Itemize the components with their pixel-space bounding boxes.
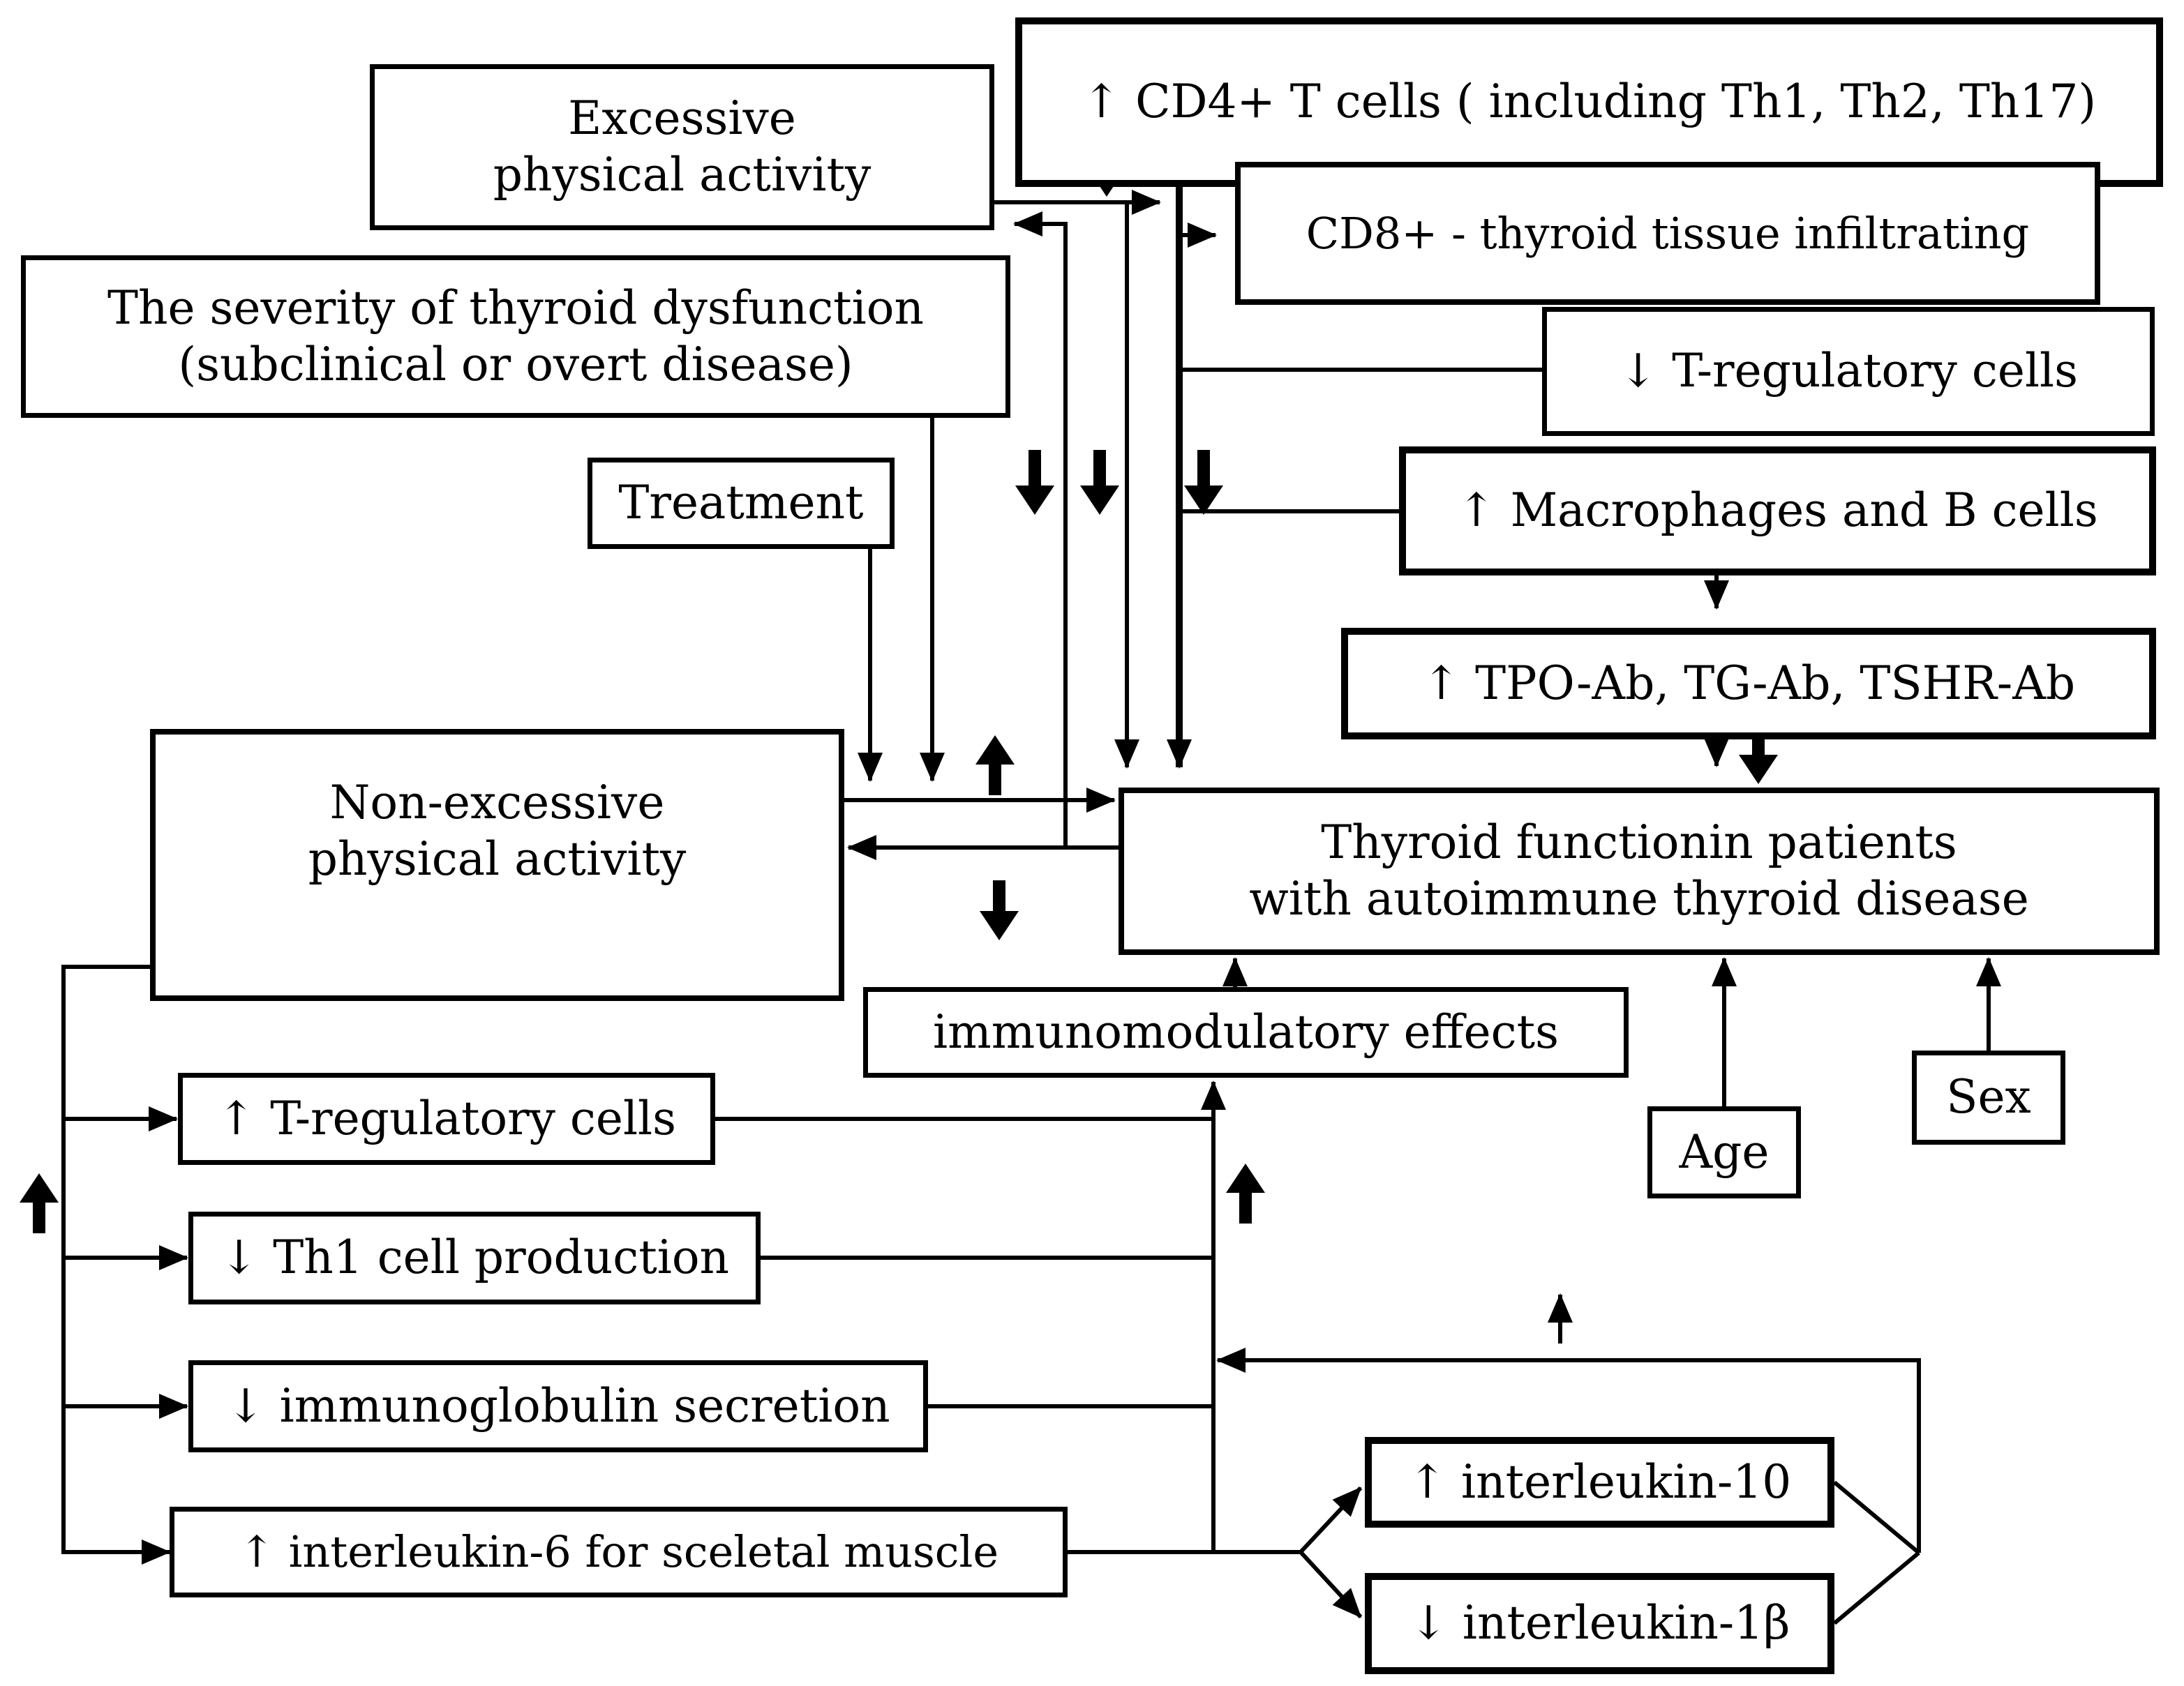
interleukin1b-converge-line bbox=[1833, 1551, 1920, 1625]
immunoglobulin-secretion-box: ↓ immunoglobulin secretion bbox=[188, 1360, 928, 1452]
bold-down-arrow-icon bbox=[980, 880, 1019, 940]
excessive-physical-activity-label: Excessive physical activity bbox=[493, 91, 872, 202]
interleukin6-label: ↑ interleukin-6 for sceletal muscle bbox=[238, 1526, 999, 1578]
cd4-t-cells-label: ↑ CD4+ T cells ( including Th1, Th2, Th1… bbox=[1082, 75, 2097, 129]
interleukin10-box: ↑ interleukin-10 bbox=[1365, 1437, 1834, 1528]
bold-arrow-glyphs bbox=[20, 137, 1778, 1233]
bold-up-arrow-icon bbox=[975, 735, 1015, 795]
macrophages-b-cells-label: ↑ Macrophages and B cells bbox=[1457, 483, 2098, 538]
top-right-connectors bbox=[994, 184, 1729, 769]
treg-increase-label: ↑ T-regulatory cells bbox=[216, 1091, 677, 1145]
treatment-label: Treatment bbox=[618, 476, 864, 530]
bold-up-arrow-icon bbox=[1226, 1164, 1265, 1224]
middle-connectors bbox=[844, 211, 1119, 860]
sex-box: Sex bbox=[1912, 1051, 2065, 1145]
interleukin10-label: ↑ interleukin-10 bbox=[1407, 1454, 1792, 1509]
macrophages-b-cells-box: ↑ Macrophages and B cells bbox=[1399, 446, 2156, 575]
tpo-antibodies-label: ↑ TPO-Ab, TG-Ab, TSHR-Ab bbox=[1421, 656, 2076, 710]
cd8-infiltrating-label: CD8+ - thyroid tissue infiltrating bbox=[1306, 207, 2030, 259]
sex-label: Sex bbox=[1946, 1070, 2031, 1124]
bold-down-arrow-icon bbox=[1015, 450, 1054, 515]
th1-production-label: ↓ Th1 cell production bbox=[219, 1230, 730, 1285]
th1-production-box: ↓ Th1 cell production bbox=[188, 1212, 761, 1304]
non-excessive-physical-activity-label: Non-excessive physical activity bbox=[308, 776, 687, 886]
immunomodulatory-effects-box: immunomodulatory effects bbox=[863, 987, 1629, 1078]
bold-up-arrow-icon bbox=[20, 1173, 59, 1233]
interleukin-feedback-arrow bbox=[1216, 1348, 1921, 1553]
thyroid-function-central-label: Thyroid functionin patients with autoimm… bbox=[1249, 815, 2029, 926]
bold-down-arrow-icon bbox=[1080, 450, 1119, 515]
cd8-infiltrating-box: CD8+ - thyroid tissue infiltrating bbox=[1235, 162, 2100, 305]
interleukin6-box: ↑ interleukin-6 for sceletal muscle bbox=[170, 1507, 1068, 1597]
interleukin10-converge-line bbox=[1833, 1480, 1920, 1555]
treatment-box: Treatment bbox=[588, 458, 895, 549]
immunomodulatory-effects-label: immunomodulatory effects bbox=[933, 1004, 1559, 1059]
bold-down-arrow-icon bbox=[1184, 450, 1223, 515]
central-to-excessive-feedback-arrow bbox=[1013, 211, 1119, 850]
severity-thyroid-dysfunction-label: The severity of thyroid dysfunction (sub… bbox=[107, 280, 925, 391]
split-to-interleukin10-arrow bbox=[1299, 1486, 1363, 1554]
non-excessive-physical-activity-box: Non-excessive physical activity bbox=[150, 729, 844, 1001]
thyroid-function-central-box: Thyroid functionin patients with autoimm… bbox=[1119, 788, 2160, 955]
age-label: Age bbox=[1679, 1124, 1770, 1179]
bold-down-arrow-icon bbox=[1739, 727, 1778, 784]
interleukin1b-box: ↓ interleukin-1β bbox=[1365, 1573, 1834, 1674]
treg-decrease-label: ↓ T-regulatory cells bbox=[1618, 344, 2079, 398]
immunoglobulin-secretion-label: ↓ immunoglobulin secretion bbox=[226, 1378, 890, 1433]
tpo-antibodies-box: ↑ TPO-Ab, TG-Ab, TSHR-Ab bbox=[1341, 628, 2156, 739]
split-to-interleukin1b-arrow bbox=[1299, 1550, 1363, 1619]
interleukin1b-label: ↓ interleukin-1β bbox=[1409, 1596, 1790, 1650]
bottom-right-connectors bbox=[715, 957, 2001, 1625]
left-trunk-connectors bbox=[61, 965, 188, 1565]
age-box: Age bbox=[1647, 1106, 1801, 1198]
treg-increase-box: ↑ T-regulatory cells bbox=[178, 1073, 715, 1165]
severity-thyroid-dysfunction-box: The severity of thyroid dysfunction (sub… bbox=[21, 255, 1010, 418]
cd4-t-cells-box: ↑ CD4+ T cells ( including Th1, Th2, Th1… bbox=[1015, 17, 2163, 187]
treg-decrease-box: ↓ T-regulatory cells bbox=[1542, 307, 2155, 436]
excessive-physical-activity-box: Excessive physical activity bbox=[370, 64, 994, 230]
